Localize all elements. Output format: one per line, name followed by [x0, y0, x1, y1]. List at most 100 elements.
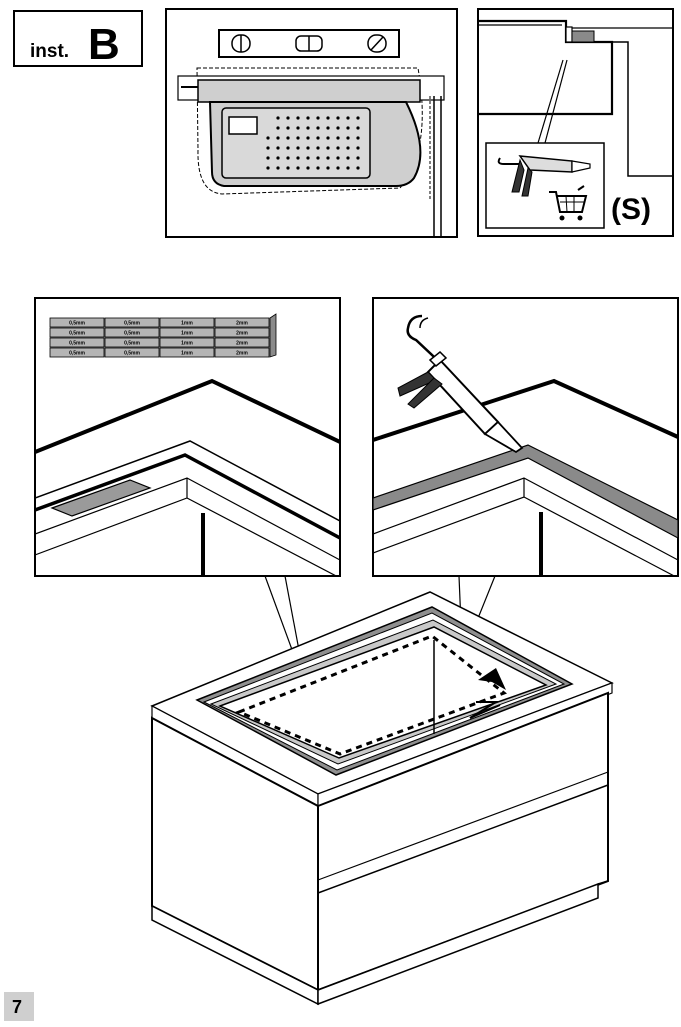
shim-piece [159, 317, 215, 328]
vent-hole [326, 166, 330, 170]
vent-hole [336, 146, 340, 150]
vent-hole [356, 146, 360, 150]
sealant-bead [373, 444, 678, 539]
vent-hole [286, 146, 290, 150]
shim-label: 0,5mm [69, 341, 85, 347]
vent-hole [286, 156, 290, 160]
page-number: 7 [12, 997, 22, 1017]
shim-piece [104, 347, 160, 358]
vent-hole [266, 136, 270, 140]
vent-hole [276, 136, 280, 140]
vent-hole [346, 116, 350, 120]
vent-hole [316, 166, 320, 170]
vent-holes [266, 116, 360, 170]
vent-hole [336, 136, 340, 140]
vent-hole [276, 166, 280, 170]
vent-hole [306, 156, 310, 160]
shim-piece [49, 317, 105, 328]
vent-hole [356, 136, 360, 140]
shim-label: 0,5mm [124, 351, 140, 357]
vent-hole [356, 116, 360, 120]
shim-label: 0,5mm [69, 331, 85, 337]
shim-piece [49, 327, 105, 338]
seal-panel: (S) [477, 8, 674, 237]
vent-hole [296, 126, 300, 130]
vent-hole [346, 156, 350, 160]
vent-hole [326, 156, 330, 160]
vent-hole [326, 116, 330, 120]
vent-hole [336, 116, 340, 120]
vent-hole [346, 136, 350, 140]
spirit-level-panel [165, 8, 458, 238]
vent-hole [266, 156, 270, 160]
shim-label: 0,5mm [69, 351, 85, 357]
spirit-level-icon [218, 29, 400, 58]
shim-label: 0,5mm [124, 321, 140, 327]
shim-piece [104, 337, 160, 348]
vent-hole [276, 146, 280, 150]
shim-piece [159, 327, 215, 338]
vent-hole [306, 136, 310, 140]
shim-piece [214, 317, 270, 328]
drawer-divider [317, 784, 609, 894]
vent-hole [266, 166, 270, 170]
vent-hole [266, 146, 270, 150]
shim-label: 2mm [236, 351, 248, 357]
inst-label-box: inst. B [13, 10, 143, 69]
shim-piece [214, 327, 270, 338]
shim-piece [104, 317, 160, 328]
vent-hole [276, 126, 280, 130]
vent-hole [356, 126, 360, 130]
shim-label: 2mm [236, 331, 248, 337]
vent-hole [346, 126, 350, 130]
vent-hole [296, 146, 300, 150]
shim-piece [214, 347, 270, 358]
vent-hole [276, 116, 280, 120]
sealant-gun-large-icon [397, 314, 524, 454]
shim-label: 1mm [181, 341, 193, 347]
vent-hole [316, 156, 320, 160]
vent-hole [316, 136, 320, 140]
vent-hole [286, 166, 290, 170]
shim-label: 1mm [181, 331, 193, 337]
cabinet-illustration [150, 591, 614, 1006]
vent-hole [326, 126, 330, 130]
shim-label: 0,5mm [124, 341, 140, 347]
sealant-gun-small-icon [497, 155, 591, 197]
cutout-opening [217, 626, 548, 759]
shim-piece [49, 337, 105, 348]
shim-piece [104, 327, 160, 338]
shim-piece [159, 337, 215, 348]
inst-prefix-text: inst. [30, 41, 69, 62]
shim-label: 2mm [236, 341, 248, 347]
shim-label: 0,5mm [69, 321, 85, 327]
placed-shim [50, 479, 152, 517]
shim-piece [214, 337, 270, 348]
vent-hole [306, 116, 310, 120]
vent-hole [296, 166, 300, 170]
shims-zoom-panel: 0,5mm0,5mm0,5mm0,5mm0,5mm0,5mm0,5mm0,5mm… [34, 297, 341, 577]
vent-hole [336, 156, 340, 160]
sealant-zoom-panel [372, 297, 679, 577]
vent-hole [296, 116, 300, 120]
vent-hole [346, 146, 350, 150]
vent-hole [276, 156, 280, 160]
vent-hole [316, 116, 320, 120]
page-number-box: 7 [4, 992, 34, 1021]
vent-hole [296, 156, 300, 160]
vent-hole [356, 156, 360, 160]
shim-stack-edge [269, 313, 277, 358]
shim-stack: 0,5mm0,5mm0,5mm0,5mm0,5mm0,5mm0,5mm0,5mm… [49, 313, 277, 358]
vent-hole [356, 166, 360, 170]
vent-hole [306, 126, 310, 130]
shim-label: 2mm [236, 321, 248, 327]
vent-hole [306, 146, 310, 150]
vent-hole [316, 126, 320, 130]
vent-hole [346, 166, 350, 170]
vent-hole [286, 136, 290, 140]
shim-label: 1mm [181, 351, 193, 357]
vent-hole [296, 136, 300, 140]
vent-hole [286, 126, 290, 130]
shim-label: 1mm [181, 321, 193, 327]
